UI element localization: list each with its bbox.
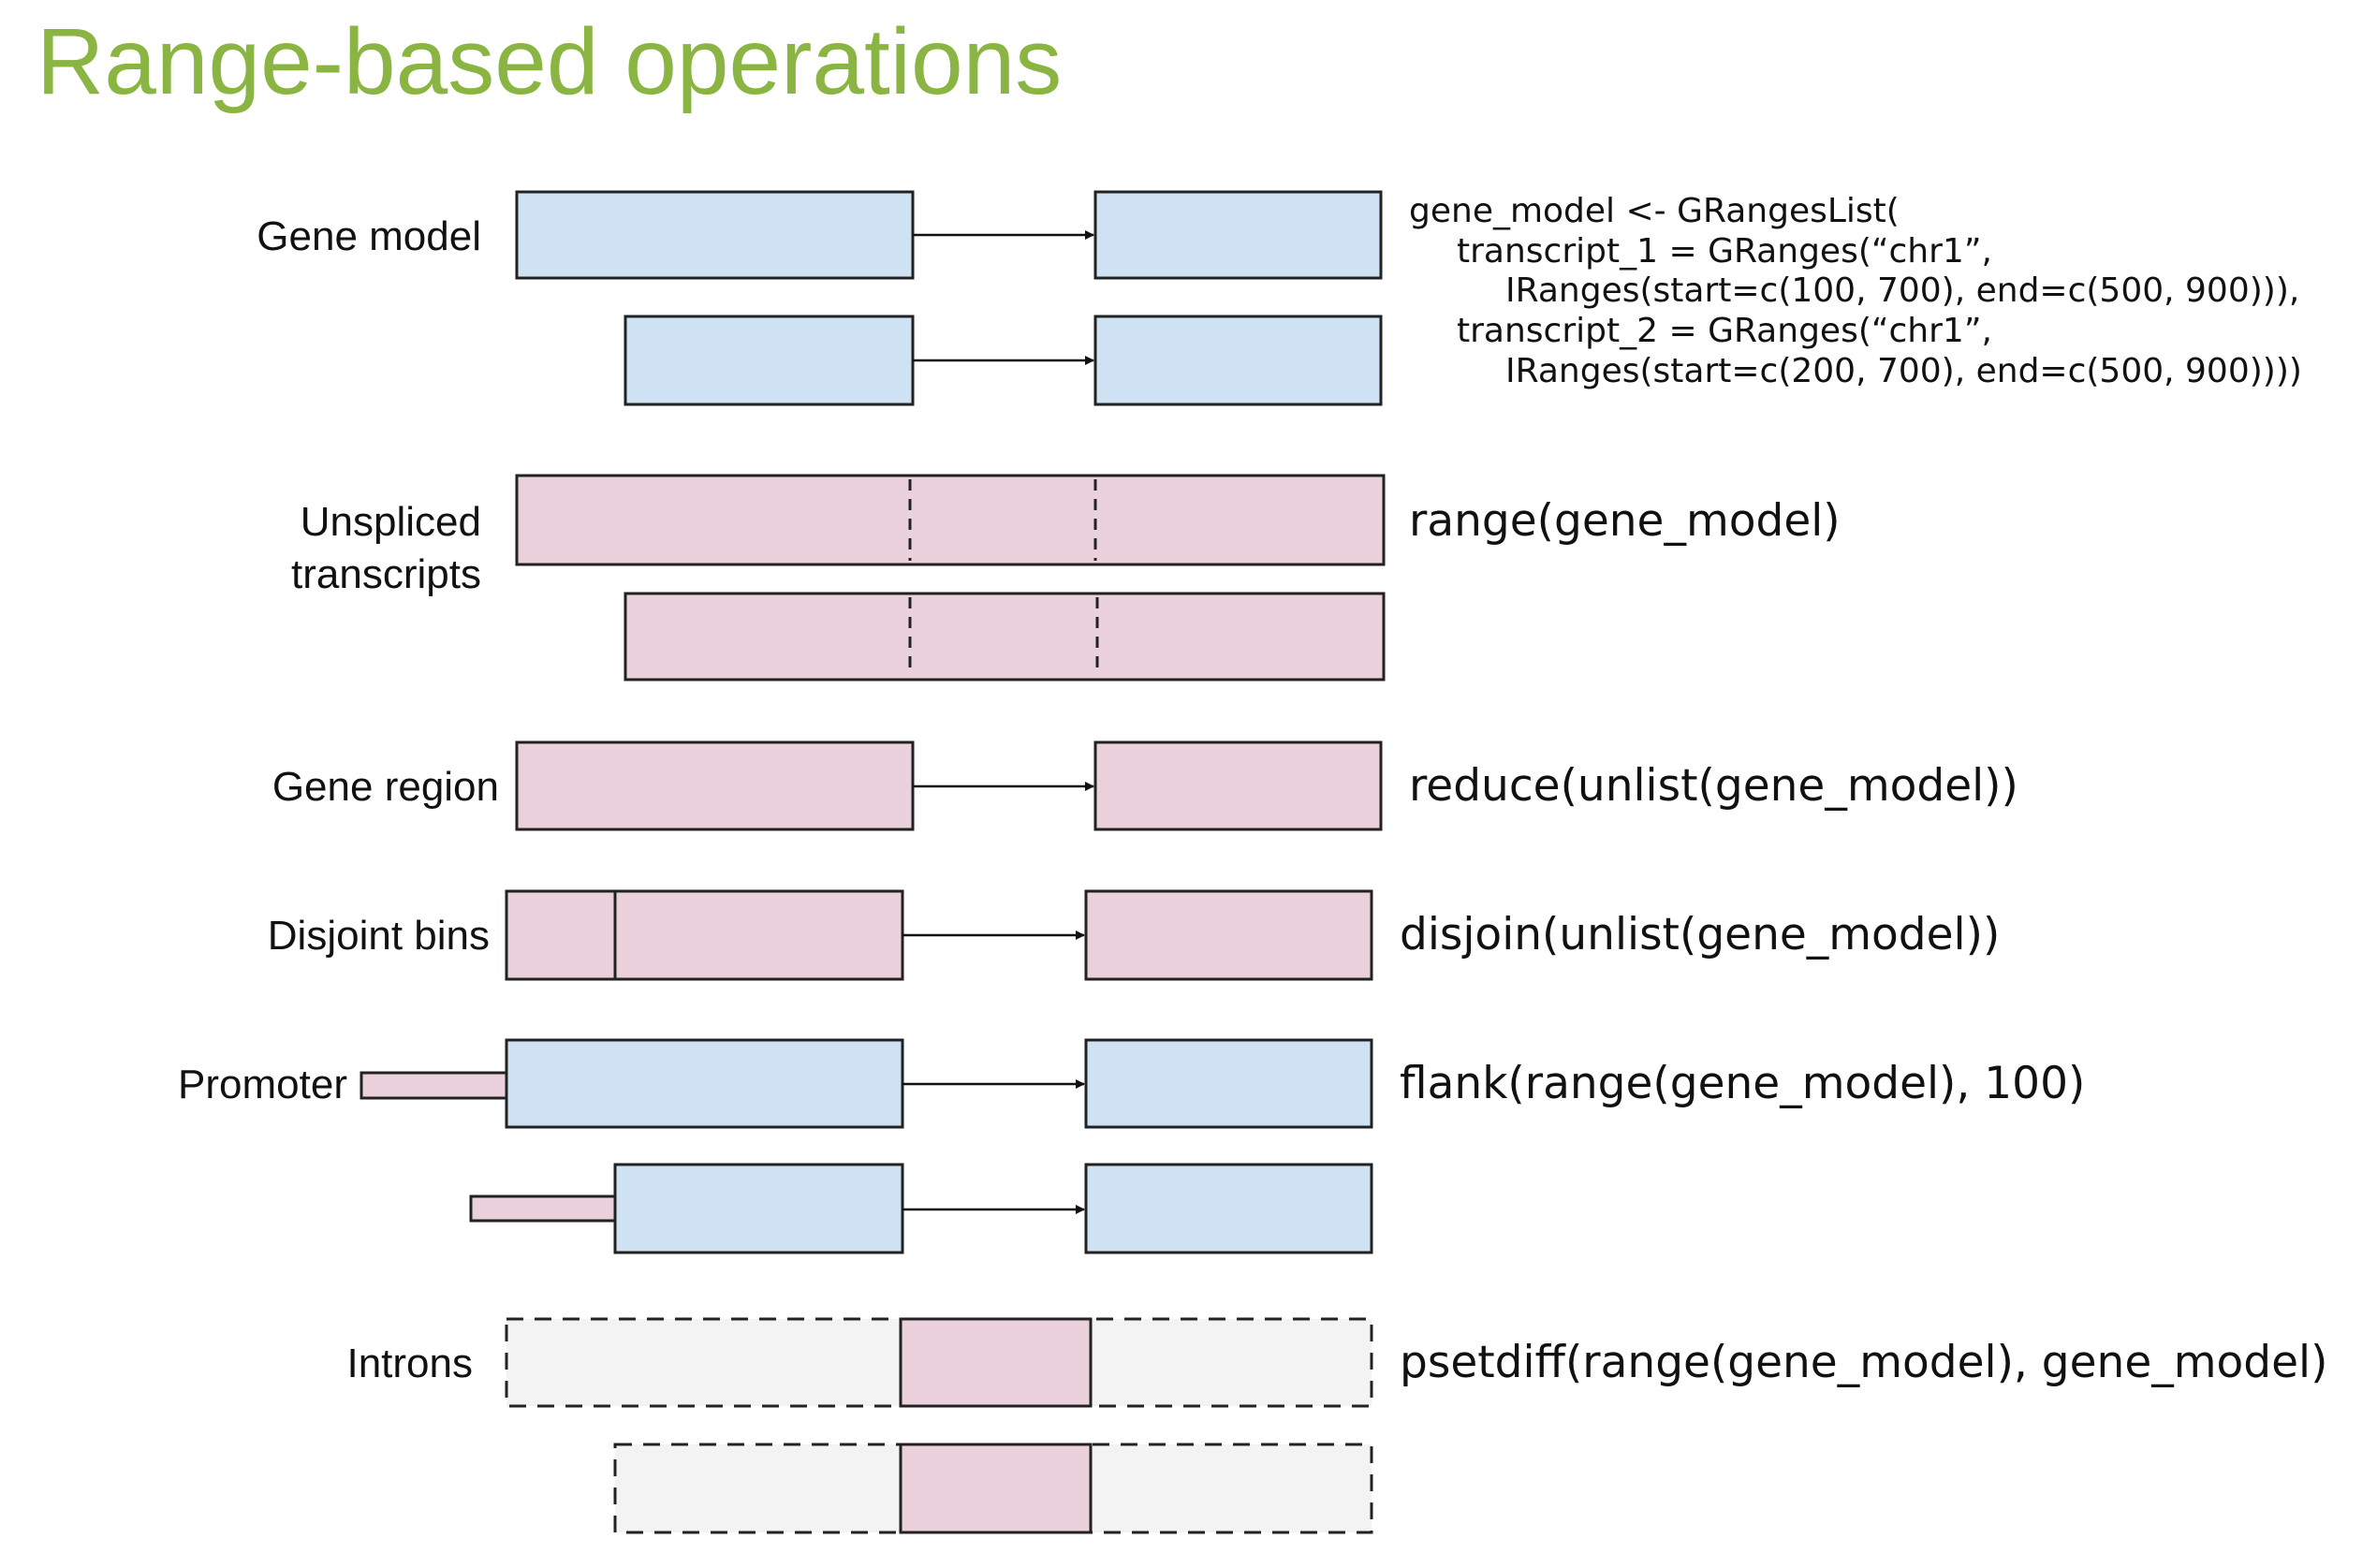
promoter-flank — [359, 1071, 508, 1100]
exon-block — [613, 1163, 904, 1254]
code-line: transcript_1 = GRanges(“chr1”, — [1457, 232, 1992, 271]
exon-block — [624, 315, 915, 406]
region-block — [515, 740, 915, 831]
code-line: IRanges(start=c(200, 700), end=c(500, 90… — [1505, 352, 2302, 390]
promoter-flank — [469, 1194, 617, 1223]
row-label: Promoter — [178, 1062, 347, 1107]
bin-block — [1084, 889, 1373, 981]
unspliced-range — [515, 474, 1386, 566]
code-line: IRanges(start=c(100, 700), end=c(500, 90… — [1505, 271, 2299, 310]
unspliced-range — [624, 592, 1386, 681]
exon-block — [515, 190, 915, 280]
region-block — [1093, 740, 1383, 831]
row-label: Disjoint bins — [268, 913, 490, 959]
row-label: Unspliced — [301, 499, 481, 545]
code-line: gene_model <- GRangesList( — [1409, 192, 1900, 230]
code-line: reduce(unlist(gene_model)) — [1409, 760, 2018, 812]
row-label: Gene region — [272, 764, 499, 810]
code-line: range(gene_model) — [1409, 495, 1841, 547]
exon-block — [505, 1038, 904, 1129]
intron-block — [899, 1443, 1093, 1534]
exon-block — [1084, 1163, 1373, 1254]
row-label: transcripts — [291, 551, 481, 597]
slide-title: Range-based operations — [37, 9, 1063, 114]
row-label: Introns — [346, 1341, 473, 1386]
intron-block — [899, 1317, 1093, 1408]
code-line: flank(range(gene_model), 100) — [1400, 1058, 2085, 1109]
row-label: Gene model — [257, 213, 481, 259]
exon-block — [1093, 190, 1383, 280]
code-line: disjoin(unlist(gene_model)) — [1400, 909, 2000, 960]
code-line: psetdiff(range(gene_model), gene_model) — [1400, 1337, 2327, 1388]
bin-block — [505, 889, 904, 981]
exon-block — [1084, 1038, 1373, 1129]
exon-block — [1093, 315, 1383, 406]
code-line: transcript_2 = GRanges(“chr1”, — [1457, 312, 1992, 350]
